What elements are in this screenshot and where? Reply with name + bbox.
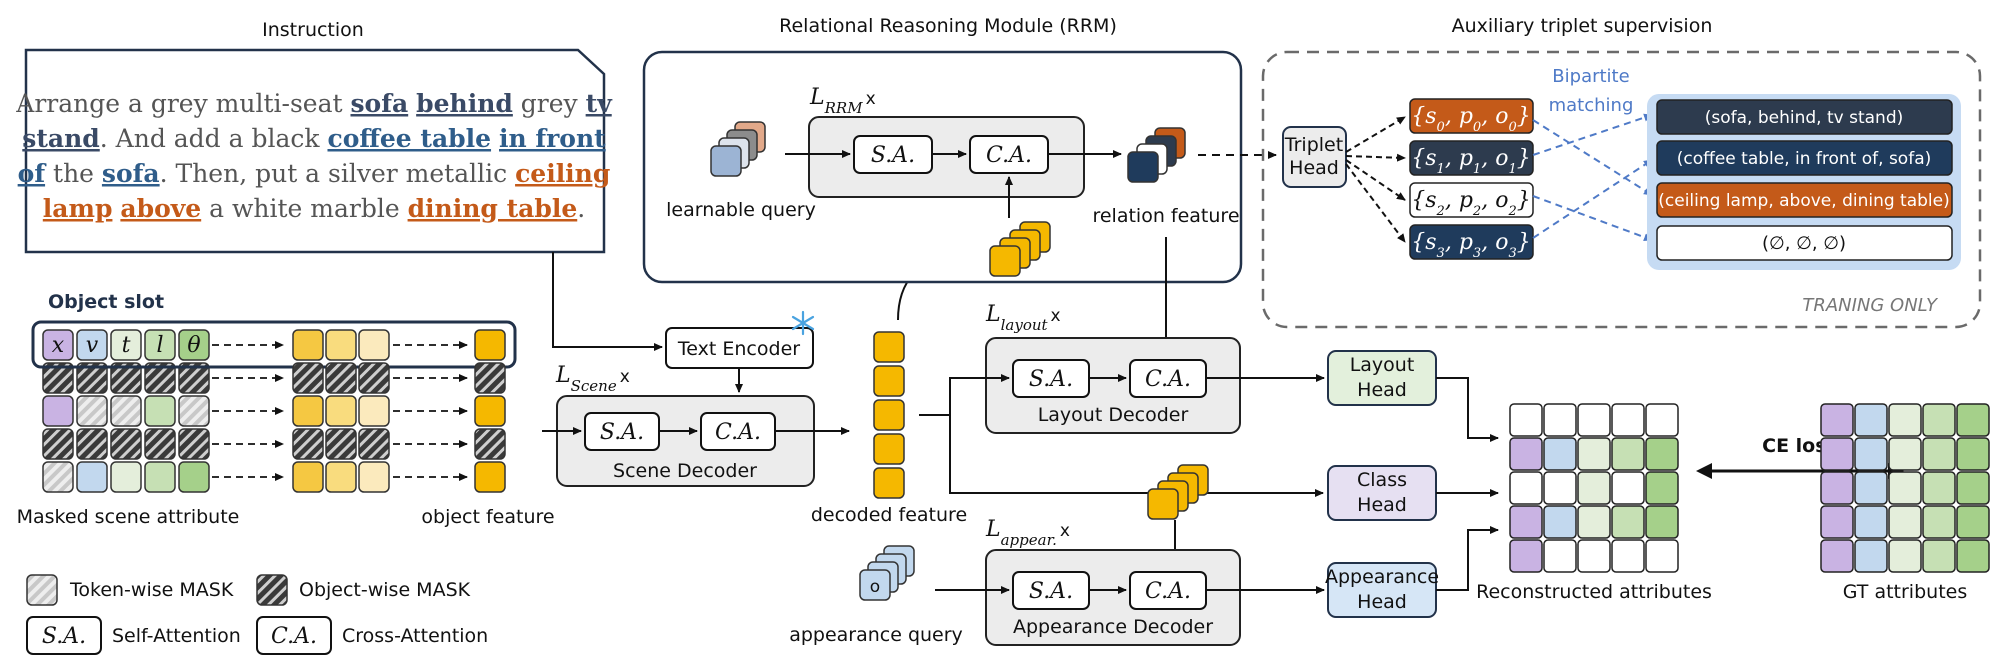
scene-sa-label: S.A. (600, 420, 644, 445)
rrm-ca-label: C.A. (986, 143, 1032, 168)
rrm-sa-label: S.A. (871, 143, 915, 168)
triplet-head-arrows (1345, 116, 1406, 243)
scene-ca-label: C.A. (715, 420, 761, 445)
instruction-title: Instruction (262, 19, 364, 41)
masked-scene-grid (42, 329, 210, 493)
layout-head-label-2: Head (1357, 379, 1407, 401)
legend-ca-label: Cross-Attention (342, 625, 488, 647)
layout-head-label-1: Layout (1350, 354, 1415, 376)
class-head-label-2: Head (1357, 494, 1407, 516)
arrow-instruction-to-encoder (552, 252, 663, 351)
legend-ca-box (256, 616, 332, 655)
gt-triplet-1 (1656, 140, 1953, 176)
learnable-query-stack (710, 121, 766, 177)
gt-triplet-0-text: (sofa, behind, tv stand) (1705, 108, 1904, 128)
gt-triplet-0 (1656, 99, 1953, 135)
appearance-decoder-label: Appearance Decoder (1013, 616, 1213, 638)
training-only-label: TRANING ONLY (1802, 295, 1939, 316)
legend-token-mask-swatch (26, 574, 58, 606)
masked-scene-attribute-label: Masked scene attribute (17, 506, 240, 528)
instruction-box (24, 48, 606, 254)
gt-triplet-3-text: (∅, ∅, ∅) (1762, 233, 1846, 254)
instruction-line-4: lamp above a white marble dining table. (43, 194, 585, 223)
legend-object-mask-label: Object-wise MASK (299, 579, 471, 601)
decoded-feature-label: decoded feature (811, 504, 967, 526)
legend-sa-box-label: S.A. (42, 624, 86, 649)
appearance-ca-label: C.A. (1145, 579, 1191, 604)
object-feature-column (474, 329, 506, 493)
decoded-feature-column (873, 331, 905, 499)
text-encoder-label: Text Encoder (677, 338, 800, 360)
layout-ca-label: C.A. (1145, 367, 1191, 392)
pred-triplet-2 (1409, 182, 1534, 218)
legend-sa-box (26, 616, 102, 655)
class-head-label-1: Class (1357, 469, 1407, 491)
slot-dashed-arrows (212, 341, 468, 481)
slot-token-x: x (52, 333, 65, 358)
snowflake-icon (791, 310, 815, 336)
legend-ca-box-label: C.A. (271, 624, 317, 649)
rrm-title: Relational Reasoning Module (RRM) (779, 15, 1117, 37)
slot-token-l: l (156, 333, 163, 358)
gt-attributes-grid (1820, 403, 1990, 573)
reconstructed-attributes-label: Reconstructed attributes (1476, 581, 1712, 603)
instruction-line-3: of the sofa. Then, put a silver metallic… (18, 159, 611, 188)
head-to-output-arrows (1436, 377, 1499, 591)
legend-sa-label: Self-Attention (112, 625, 241, 647)
object-slot-outline (31, 320, 517, 369)
legend-token-mask-label: Token-wise MASK (69, 579, 234, 601)
instruction-line-1: Arrange a grey multi-seat sofa behind gr… (15, 89, 613, 118)
gt-attributes-label: GT attributes (1843, 581, 1967, 603)
layout-sa-label: S.A. (1029, 367, 1073, 392)
gt-triplet-2-text: (ceiling lamp, above, dining table) (1658, 191, 1949, 211)
layout-decoder-label: Layout Decoder (1038, 404, 1189, 426)
triplet-head-label-1: Triplet (1284, 134, 1343, 156)
pred-triplet-0 (1409, 98, 1534, 134)
scene-decoder-label: Scene Decoder (613, 460, 757, 482)
slot-token-t: t (122, 333, 131, 358)
l-appear-label: Lappear.x (985, 517, 1070, 549)
intermediate-feature-grid (292, 329, 390, 493)
gt-triplet-1-text: (coffee table, in front of, sofa) (1677, 149, 1932, 169)
pred-triplet-1 (1409, 140, 1534, 176)
reconstructed-grid (1509, 403, 1679, 573)
relation-feature-stack (1127, 127, 1186, 183)
aux-box (1261, 50, 1982, 329)
appearance-branch-stack (1147, 464, 1209, 520)
appearance-head-label-1: Appearance (1325, 566, 1439, 588)
legend-object-mask-swatch (256, 574, 288, 606)
slot-token-v: v (86, 333, 99, 358)
gt-triplet-3 (1656, 225, 1953, 261)
relation-feature-label: relation feature (1092, 205, 1239, 227)
object-slot-title: Object slot (48, 291, 164, 313)
aux-title: Auxiliary triplet supervision (1452, 15, 1713, 37)
instruction-line-2: stand. And add a black coffee table in f… (22, 124, 606, 153)
triplet-head-label-2: Head (1289, 157, 1339, 179)
slot-token-theta: θ (187, 333, 200, 358)
pred-triplet-3 (1409, 224, 1534, 260)
appearance-head-label-2: Head (1357, 591, 1407, 613)
appearance-query-stack (859, 545, 915, 601)
bipartite-label-2: matching (1549, 95, 1634, 116)
appearance-sa-label: S.A. (1029, 579, 1073, 604)
object-feature-label: object feature (421, 506, 554, 528)
appearance-query-token: o (870, 577, 880, 597)
ce-loss-label: CE loss (1762, 435, 1838, 457)
bipartite-label-1: Bipartite (1552, 66, 1629, 87)
bipartite-matching-lines (1532, 113, 1653, 241)
rrm-object-stack (989, 221, 1051, 277)
learnable-query-label: learnable query (666, 199, 816, 221)
appearance-query-label: appearance query (789, 624, 963, 646)
gt-triplet-2 (1656, 182, 1953, 218)
